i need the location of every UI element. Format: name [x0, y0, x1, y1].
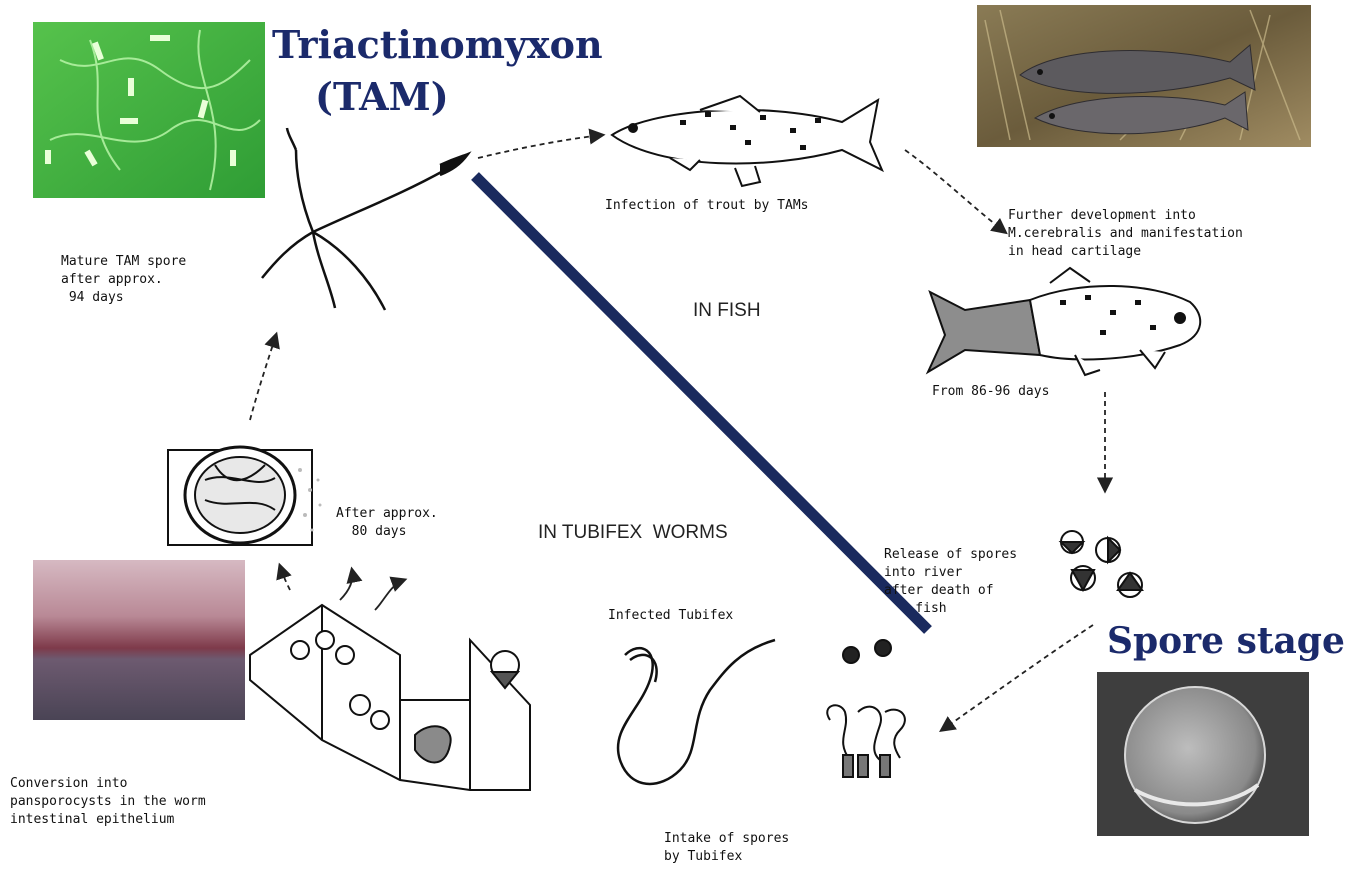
pansporocyst-icon: [168, 447, 322, 545]
tissue-photo: [33, 560, 245, 720]
fish-worm-divider: [475, 176, 928, 630]
conversion-caption: Conversion intopansporocysts in the worm…: [10, 739, 206, 847]
tubifex-intake-icon: [827, 705, 905, 777]
spore-stage-title: Spore stage: [1107, 620, 1345, 662]
epithelium-icon: [250, 605, 530, 790]
release-caption: Release of sporesinto riverafter death o…: [884, 510, 1017, 636]
further-development-caption: Further development intoM.cerebralis and…: [1008, 171, 1243, 279]
tam-micrograph: [33, 22, 265, 198]
life-cycle-diagram: [0, 0, 1349, 838]
region-tubifex-label: IN TUBIFEX WORMS: [538, 522, 728, 544]
sem-spore-photo: [1097, 672, 1309, 836]
infection-caption: Infection of trout by TAMs: [605, 197, 809, 215]
trout-photo: [977, 5, 1311, 147]
tam-abbr-title: (TAM): [315, 74, 449, 119]
trout-icon: [612, 96, 882, 186]
infected-trout-icon: [928, 268, 1200, 375]
region-fish-label: IN FISH: [693, 300, 761, 322]
mature-tam-caption: Mature TAM sporeafter approx. 94 days: [61, 217, 186, 325]
after-80-caption: After approx. 80 days: [336, 469, 438, 559]
infected-tubifex-caption: Infected Tubifex: [608, 607, 733, 625]
days-86-96-caption: From 86-96 days: [932, 383, 1049, 401]
intake-caption: Intake of sporesby Tubifex: [664, 794, 789, 884]
tubifex-worm-icon: [618, 640, 775, 784]
tam-spore-icon: [262, 128, 468, 310]
tam-title: Triactinomyxon: [272, 22, 603, 67]
